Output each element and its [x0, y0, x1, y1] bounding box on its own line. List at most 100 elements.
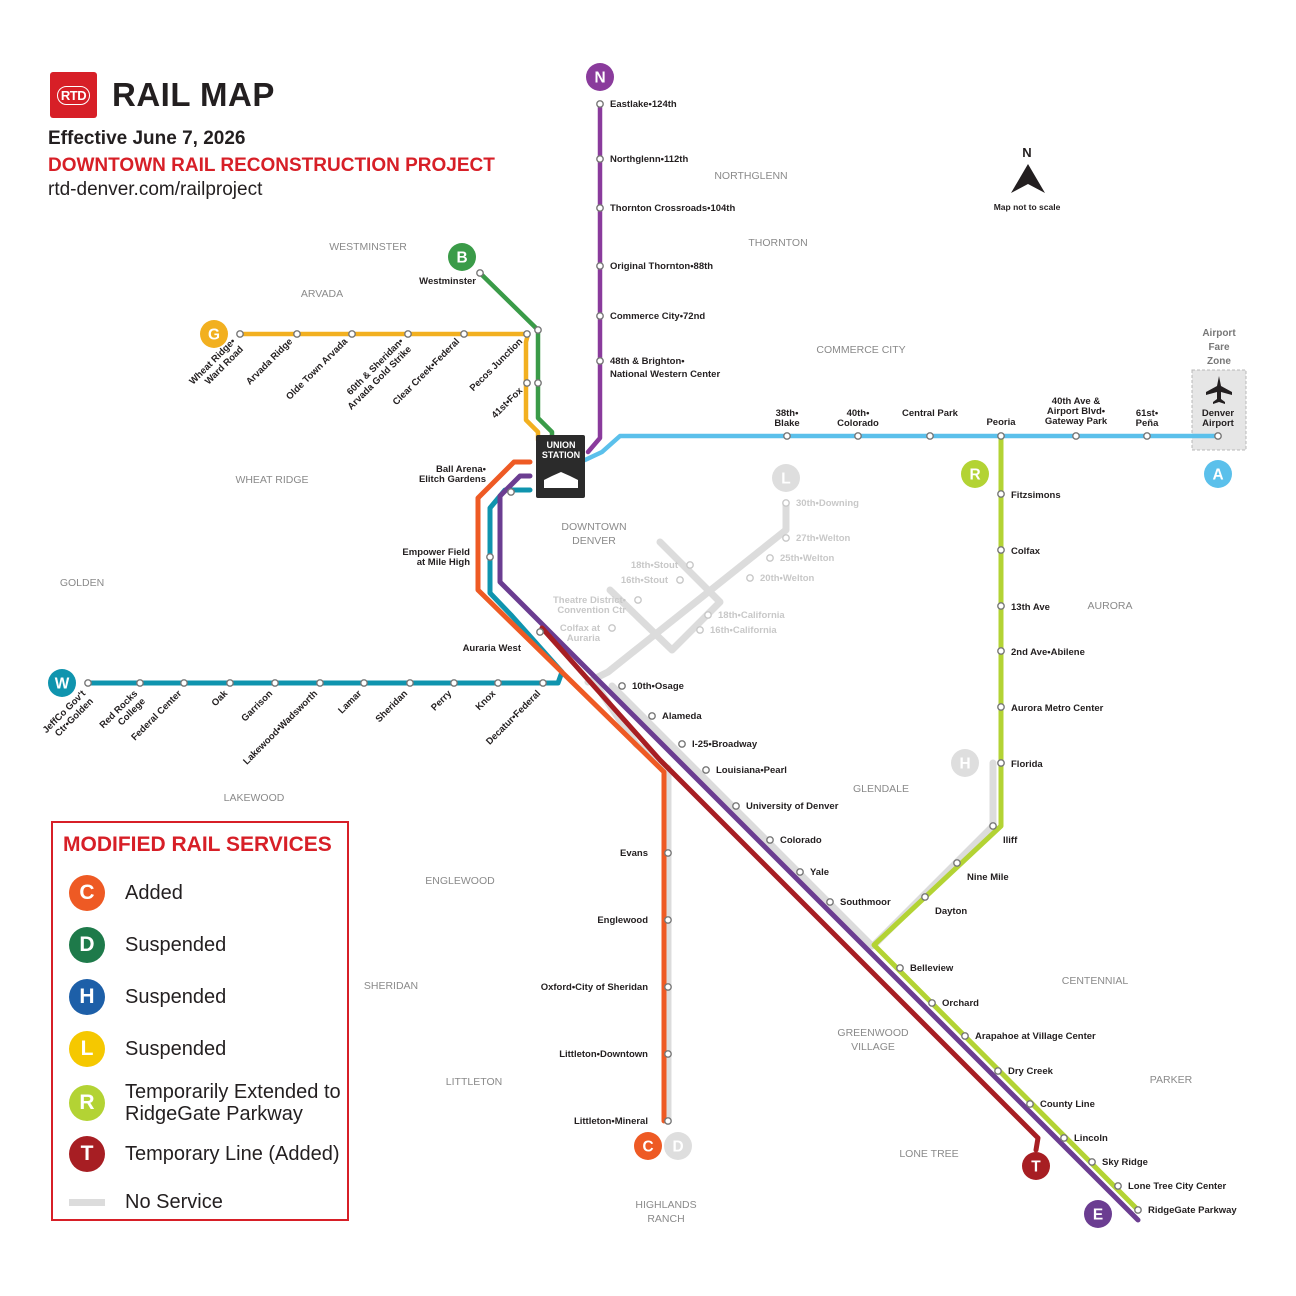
station-label-sheridan: Sheridan [374, 688, 411, 725]
station-label-oxford-city-of-sheridan: Oxford•City of Sheridan [541, 982, 649, 993]
station-label-40th-colorado: 40th•Colorado [837, 408, 879, 429]
station-16th-stout [676, 576, 684, 584]
legend-badge-r: R [69, 1085, 105, 1121]
station-ridgegate-parkway [1134, 1206, 1142, 1214]
no-service-swatch [69, 1198, 105, 1206]
station-westminster [476, 269, 484, 277]
line-badge-l [772, 464, 800, 492]
region-parker: PARKER [1150, 1074, 1193, 1086]
region-sheridan: SHERIDAN [364, 980, 418, 992]
station-label-38th-blake: 38th•Blake [774, 408, 799, 429]
legend-item-no-service: No Service [69, 1191, 350, 1213]
station-label-belleview: Belleview [910, 963, 954, 974]
station-commerce-city-72nd [596, 312, 604, 320]
station-garrison [271, 679, 279, 687]
line-badge-letter-h: H [959, 755, 970, 772]
station-27th-welton [782, 534, 790, 542]
legend-text-d: Suspended [125, 934, 227, 956]
station-ball-arena-elitch-gardens [507, 488, 515, 496]
station-label-yale: Yale [810, 867, 829, 878]
station-red-rocks-college [136, 679, 144, 687]
station-lamar [360, 679, 368, 687]
b-line-path [477, 270, 555, 443]
legend-badge-l: L [69, 1031, 105, 1067]
airplane-icon [1206, 376, 1232, 404]
station-label-61st-pe-a: 61st•Peña [1136, 408, 1159, 429]
c-line-path [475, 459, 667, 1124]
station-sheridan [406, 679, 414, 687]
station-label-theatre-district-convention-ctr: Theatre District•Convention Ctr [553, 595, 627, 616]
station-label-florida: Florida [1011, 759, 1043, 770]
station-littleton-downtown [664, 1050, 672, 1058]
station-olde-town-arvada [348, 330, 356, 338]
station-university-of-denver [732, 802, 740, 810]
legend-text-h: Suspended [125, 986, 227, 1008]
station-label-18th-california: 18th•California [718, 610, 785, 621]
legend-text-l: Suspended [125, 1038, 227, 1060]
station-label-orchard: Orchard [942, 998, 979, 1009]
station-empower-field-at-mile-high [486, 553, 494, 561]
station-arvada-ridge [293, 330, 301, 338]
station-lincoln [1060, 1134, 1068, 1142]
station-25th-welton [766, 554, 774, 562]
station-perry [450, 679, 458, 687]
station-theatre-district-convention-ctr [634, 596, 642, 604]
station-label-colfax: Colfax [1011, 546, 1041, 557]
station-label-westminster: Westminster [419, 276, 476, 287]
station-orchard [928, 999, 936, 1007]
rtd-logo: RTD [50, 72, 97, 118]
region-lone-tree: LONE TREE [899, 1148, 958, 1160]
line-badge-letter-e: E [1093, 1206, 1103, 1223]
legend-text-no-service: No Service [125, 1191, 223, 1213]
line-badge-letter-n: N [594, 69, 605, 86]
station-dayton [921, 893, 929, 901]
legend-text-c: Added [125, 882, 183, 904]
station-florida [997, 759, 1005, 767]
station-label-knox: Knox [474, 688, 499, 713]
station-label-ridgegate-parkway: RidgeGate Parkway [1148, 1205, 1237, 1216]
station-label-30th-downing: 30th•Downing [796, 498, 859, 509]
station-label-lone-tree-city-center: Lone Tree City Center [1128, 1181, 1226, 1192]
station-40th-ave-airport-blvd-gateway-park [1072, 432, 1080, 440]
station-lakewood-wadsworth [316, 679, 324, 687]
station-label-arvada-ridge: Arvada Ridge [244, 336, 295, 387]
station-central-park [926, 432, 934, 440]
station-knox [494, 679, 502, 687]
station-label-northglenn-112th: Northglenn•112th [610, 154, 688, 165]
station-county-line [1026, 1100, 1034, 1108]
compass-north-letter: N [1022, 145, 1031, 160]
station-label-county-line: County Line [1040, 1099, 1095, 1110]
station-colorado [766, 836, 774, 844]
station-30th-downing [782, 499, 790, 507]
station-label-oak: Oak [210, 688, 231, 709]
line-badge-letter-c: C [642, 1138, 653, 1155]
region-commerce-city: COMMERCE CITY [816, 344, 905, 356]
station-48th-brighton-national-western-center [596, 357, 604, 365]
line-badge-c [634, 1132, 662, 1160]
project-url[interactable]: rtd-denver.com/railproject [48, 179, 263, 200]
station-label-27th-welton: 27th•Welton [796, 533, 851, 544]
station-label-original-thornton-88th: Original Thornton•88th [610, 261, 713, 272]
line-badge-r [961, 460, 989, 488]
region-thornton: THORNTON [748, 237, 807, 249]
station-label-olde-town-arvada: Olde Town Arvada [284, 336, 351, 403]
line-badge-letter-g: G [208, 326, 220, 343]
station-61st-pe-a [1143, 432, 1151, 440]
line-badge-letter-r: R [969, 466, 980, 483]
station-label-lincoln: Lincoln [1074, 1133, 1108, 1144]
station-label-16th-stout: 16th•Stout [621, 575, 669, 586]
line-badge-g [200, 320, 228, 348]
station-label-18th-stout: 18th•Stout [631, 560, 679, 571]
station-label-ball-arena-elitch-gardens: Ball Arena•Elitch Gardens [419, 464, 487, 485]
map-not-to-scale-note: Map not to scale [994, 202, 1061, 212]
station-label-southmoor: Southmoor [840, 897, 891, 908]
rtd-logo-text: RTD [56, 85, 91, 105]
station-eastlake-124th [596, 100, 604, 108]
station-label-dayton: Dayton [935, 906, 967, 917]
